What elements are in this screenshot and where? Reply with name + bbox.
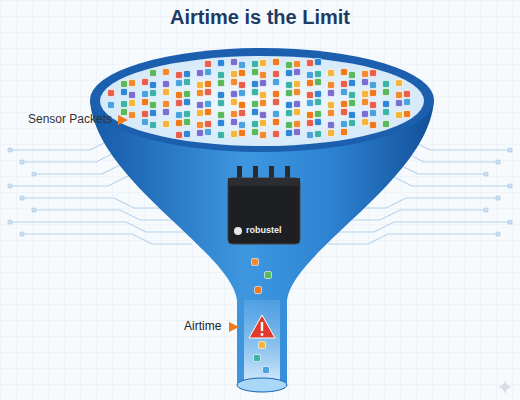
packet-icons — [108, 59, 411, 374]
funnel-mouth — [100, 56, 424, 146]
title: Airtime is the Limit — [0, 6, 520, 29]
funnel-outlet — [237, 378, 287, 392]
warning-symbol — [249, 315, 275, 338]
pointer-triangle — [118, 115, 128, 125]
router-device — [228, 166, 300, 244]
callout-label: Airtime — [184, 319, 221, 333]
funnel-rim — [90, 48, 434, 152]
brand-label: robustel — [246, 225, 282, 235]
pointer-triangle — [229, 322, 239, 332]
sparkle — [498, 380, 512, 394]
callout-label: Sensor Packets — [28, 112, 112, 126]
neck-glow — [244, 300, 280, 385]
